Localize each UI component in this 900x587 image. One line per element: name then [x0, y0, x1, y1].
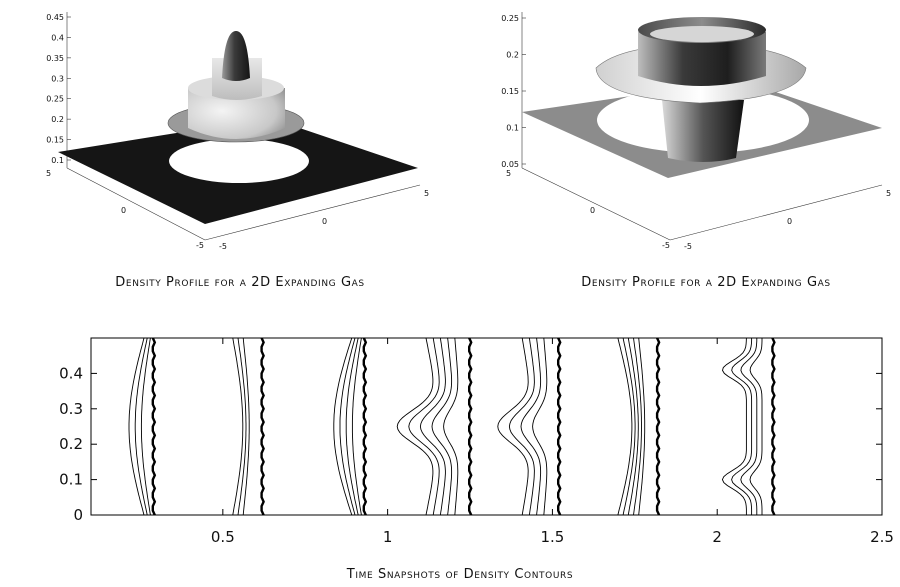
surface-2-y-tick-5: 5: [506, 169, 511, 178]
contour-front-2: [260, 338, 265, 515]
surface-1-z-tick-label: 0.35: [46, 54, 64, 63]
contour-front-3: [362, 338, 368, 515]
contour-line-5-2: [520, 338, 542, 515]
surface-1-z-tick-label: 0.25: [46, 95, 64, 104]
surface-1-hole: [169, 139, 309, 183]
surface-2-z-tick-label: 0.1: [506, 124, 519, 133]
contour-line-3-4: [333, 338, 353, 515]
surface-1-z-ticks: 0.1 0.15 0.2 0.25 0.3 0.35 0.4 0.45: [46, 13, 71, 165]
surface-2-z-ticks: 0.05 0.1 0.15 0.2 0.25: [501, 14, 526, 169]
surface-2-cylinder-inner: [650, 26, 754, 42]
contour-line-2-1: [242, 338, 250, 515]
contour-x-tick-label: 1: [383, 528, 393, 546]
contour-caption: Time Snapshots of Density Contours: [346, 567, 573, 582]
surface-2-stem: [662, 100, 744, 162]
contour-line-7-2: [740, 338, 758, 515]
surface-2-x-tick-0: 0: [787, 217, 792, 226]
surface-2-z-tick-label: 0.25: [501, 14, 519, 23]
contour-front-6: [655, 338, 661, 515]
surface-2-y-tick-0: 0: [590, 206, 595, 215]
surface-1-z-tick-label: 0.1: [51, 156, 64, 165]
surface-2-y-tick-neg5: -5: [662, 241, 670, 250]
contour-front-1: [151, 338, 157, 515]
surface-1-y-tick-0: 0: [121, 206, 126, 215]
contour-line-3-3: [339, 338, 356, 515]
contour-y-tick-label: 0.3: [59, 400, 83, 418]
surface-1-y-tick-5: 5: [46, 169, 51, 178]
contour-line-1-3: [128, 338, 145, 515]
surface-2-x-axis: [669, 184, 883, 241]
contour-line-4-3: [419, 338, 446, 515]
contour-line-4-5: [396, 338, 434, 515]
contour-line-2-3: [232, 338, 244, 515]
contour-line-6-4: [622, 338, 636, 515]
contour-axes-frame: [90, 337, 883, 516]
contour-line-3-1: [351, 338, 362, 515]
contour-y-tick-label: 0.4: [59, 364, 83, 382]
surface-2-x-tick-neg5: -5: [684, 242, 692, 251]
contour-line-4-1: [443, 338, 459, 515]
surface-1-x-tick-0: 0: [322, 217, 327, 226]
surface-plot-2: 0.05 0.1 0.15 0.2 0.25 5 0 -5 -5 0 5 Density…: [501, 12, 891, 290]
contour-line-6-2: [633, 338, 642, 515]
surface-2-z-tick-label: 0.05: [501, 160, 519, 169]
surface-1-y-tick-neg5: -5: [196, 241, 204, 250]
surface-2-x-tick-5: 5: [886, 189, 891, 198]
surface-2-y-axis: [521, 167, 671, 241]
contour-y-ticks: 0 0.1 0.2 0.3 0.4: [59, 364, 882, 524]
contour-x-ticks: 0.5 1 1.5 2 2.5: [211, 338, 894, 546]
surface-1-peak: [222, 31, 250, 81]
contour-line-5-3: [508, 338, 535, 515]
contour-line-1-1: [140, 338, 151, 515]
contour-line-4-2: [431, 338, 453, 515]
surface-1-x-tick-5: 5: [424, 189, 429, 198]
contour-line-1-2: [134, 338, 148, 515]
surface-1-z-tick-label: 0.4: [51, 33, 64, 42]
contour-line-6-3: [627, 338, 639, 515]
contour-x-tick-label: 2.5: [870, 528, 894, 546]
surface-2-cylinder-wall: [638, 32, 766, 86]
contour-line-3-2: [345, 338, 359, 515]
contour-front-4: [468, 338, 473, 515]
contour-line-7-3: [731, 338, 753, 515]
surface-1-z-tick-label: 0.45: [46, 13, 64, 22]
surface-2-z-tick-label: 0.2: [506, 51, 519, 60]
surface-plot-1: 0.1 0.15 0.2 0.25 0.3 0.35 0.4 0.45 5 0 -5 -5 0…: [46, 12, 429, 290]
surface-1-y-axis: [66, 167, 206, 241]
contour-y-tick-label: 0: [73, 506, 83, 524]
contour-line-7-1: [749, 338, 763, 515]
contour-x-tick-label: 0.5: [211, 528, 235, 546]
contour-line-5-4: [497, 338, 529, 515]
contour-line-4-4: [408, 338, 440, 515]
surface-1-caption: Density Profile for a 2D Expanding Gas: [115, 275, 364, 290]
contour-line-5-1: [532, 338, 548, 515]
surface-1-plateau: [188, 88, 285, 139]
surface-1-z-tick-label: 0.15: [46, 136, 64, 145]
contour-line-2-2: [237, 338, 247, 515]
surface-1-x-axis: [204, 184, 421, 241]
surface-2-z-tick-label: 0.15: [501, 87, 519, 96]
contour-x-tick-label: 1.5: [540, 528, 564, 546]
contour-y-tick-label: 0.2: [59, 435, 83, 453]
contour-x-tick-label: 2: [712, 528, 722, 546]
contour-plot: 0.5 1 1.5 2 2.5 0 0.1 0.2 0.3 0.4 Time Snapshots…: [59, 337, 894, 582]
surface-1-z-tick-label: 0.3: [51, 74, 64, 83]
contour-line-6-1: [638, 338, 646, 515]
contour-front-7: [771, 338, 776, 515]
surface-2-caption: Density Profile for a 2D Expanding Gas: [581, 275, 830, 290]
contour-line-7-4: [721, 338, 747, 515]
contour-front-5: [557, 338, 562, 515]
surface-1-x-tick-neg5: -5: [219, 242, 227, 251]
contour-line-6-5: [617, 338, 633, 515]
contour-y-tick-label: 0.1: [59, 471, 83, 489]
surface-1-z-tick-label: 0.2: [51, 115, 64, 124]
contour-lines: [128, 338, 776, 515]
